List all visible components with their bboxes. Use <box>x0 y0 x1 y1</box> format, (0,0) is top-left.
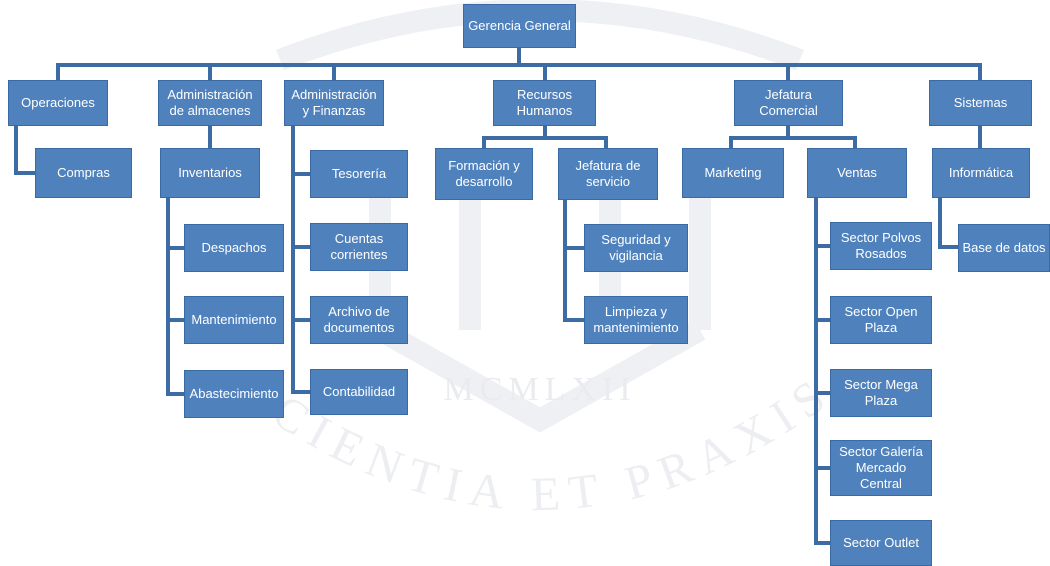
node-jefatura-servicio: Jefatura de servicio <box>558 148 658 200</box>
node-informatica: Informática <box>932 148 1030 198</box>
node-marketing: Marketing <box>682 148 784 198</box>
watermark-year: MCMLXII <box>443 371 636 408</box>
node-seguridad-vigilancia: Seguridad y vigilancia <box>584 224 688 272</box>
node-sector-open-plaza: Sector Open Plaza <box>830 296 932 344</box>
node-inventarios: Inventarios <box>160 148 260 198</box>
connector-servicio <box>563 198 586 322</box>
node-limpieza-mantenimiento: Limpieza y mantenimiento <box>584 296 688 344</box>
node-recursos-humanos: Recursos Humanos <box>493 80 596 126</box>
node-gerencia-general: Gerencia General <box>463 4 576 48</box>
node-abastecimiento: Abastecimiento <box>184 370 284 418</box>
connector-operaciones <box>14 124 37 175</box>
node-formacion-desarrollo: Formación y desarrollo <box>435 148 533 200</box>
node-archivo-documentos: Archivo de documentos <box>310 296 408 344</box>
node-sistemas: Sistemas <box>929 80 1032 126</box>
connector-ventas <box>814 198 832 545</box>
connector-rrhh <box>482 124 608 150</box>
node-despachos: Despachos <box>184 224 284 272</box>
connector-department-drops <box>56 63 982 84</box>
node-ventas: Ventas <box>807 148 907 198</box>
node-cuentas-corrientes: Cuentas corrientes <box>310 223 408 271</box>
node-mantenimiento: Mantenimiento <box>184 296 284 344</box>
node-contabilidad: Contabilidad <box>310 369 408 415</box>
node-sector-polvos-rosados: Sector Polvos Rosados <box>830 222 932 270</box>
node-tesoreria: Tesorería <box>310 150 408 198</box>
connector-finanzas <box>291 124 312 394</box>
node-base-de-datos: Base de datos <box>958 224 1050 272</box>
node-sector-mega-plaza: Sector Mega Plaza <box>830 369 932 417</box>
connector-comercial <box>729 124 857 150</box>
node-operaciones: Operaciones <box>8 80 108 126</box>
connector-informatica <box>938 196 960 249</box>
node-administracion-finanzas: Administración y Finanzas <box>284 80 384 126</box>
node-sector-galeria-mercado-central: Sector Galería Mercado Central <box>830 440 932 496</box>
connector-inventarios <box>166 196 186 396</box>
node-jefatura-comercial: Jefatura Comercial <box>734 80 843 126</box>
node-compras: Compras <box>35 148 132 198</box>
node-administracion-almacenes: Administración de almacenes <box>158 80 262 126</box>
node-sector-outlet: Sector Outlet <box>830 520 932 566</box>
